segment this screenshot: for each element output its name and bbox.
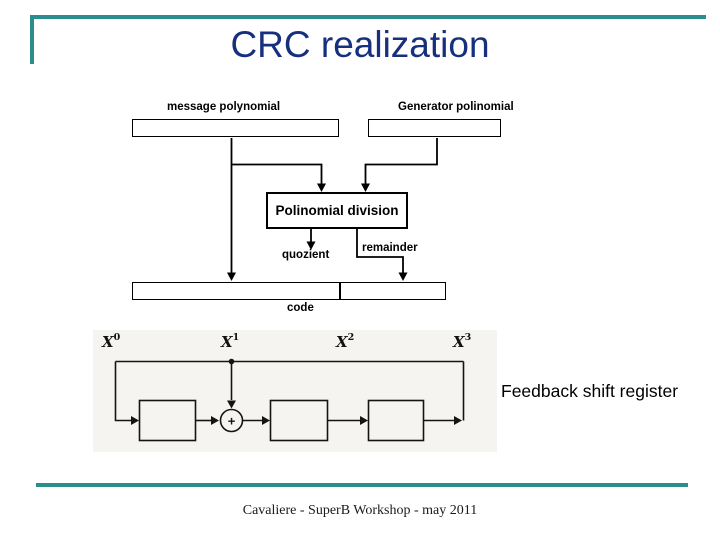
tap-x1-exp: 1 (232, 332, 240, 343)
register-cell-1 (138, 399, 197, 442)
tap-x1-label: X1 (221, 332, 240, 351)
feedback-left-line (114, 361, 131, 422)
generator-polynomial-label: Generator polinomial (398, 101, 514, 113)
slide-footer: Cavaliere - SuperB Workshop - may 2011 (242, 503, 478, 518)
code-box (132, 282, 446, 300)
register-cell-2 (269, 399, 329, 442)
arrowhead-into-adder-left (211, 416, 219, 425)
top-rule (30, 15, 706, 19)
arrowhead-remainder-to-code (398, 272, 408, 281)
tap-x2-label: X2 (336, 332, 355, 351)
arrowhead-message-to-code (227, 272, 236, 281)
tap-x2-exp: 2 (347, 332, 355, 343)
arrowhead-into-cell3 (360, 416, 368, 425)
generator-polynomial-box (368, 119, 501, 137)
tap-x1-base: X (221, 333, 233, 351)
quotient-label: quozient (282, 249, 330, 261)
arrowhead-generator-to-division (361, 183, 370, 192)
polynomial-division-box: Polinomial division (266, 192, 408, 229)
tap-x3-label: X3 (453, 332, 472, 351)
tap-x0-base: X (102, 333, 114, 351)
slide-title: CRC realization (230, 24, 490, 65)
top-left-corner-tick (30, 15, 34, 64)
generator-to-division-line (364, 138, 438, 186)
feedback-shift-register-figure: X0 X1 X2 X3 (93, 330, 497, 452)
arrowhead-into-adder-top (227, 400, 236, 409)
tap-x0-exp: 0 (113, 332, 121, 343)
tap-x2-base: X (336, 333, 348, 351)
arrowhead-message-to-division (317, 183, 326, 192)
register-cell-3 (367, 399, 425, 442)
feedback-shift-register-caption: Feedback shift register (501, 381, 679, 401)
arrowhead-into-cell1 (131, 416, 139, 425)
message-polynomial-label: message polynomial (167, 101, 281, 113)
adder-plus-symbol: + (228, 414, 236, 429)
tap-x3-exp: 3 (464, 332, 472, 343)
code-box-divider (339, 283, 341, 299)
remainder-label: remainder (362, 242, 418, 254)
feedback-junction-dot (228, 358, 235, 365)
arrowhead-output (454, 416, 462, 425)
arrowhead-into-cell2 (262, 416, 270, 425)
message-to-division-line (231, 163, 323, 186)
tap-x3-base: X (453, 333, 465, 351)
shift-register-schematic: + (114, 358, 465, 442)
message-polynomial-box (132, 119, 339, 137)
code-label: code (287, 302, 314, 314)
tap-x0-label: X0 (102, 332, 121, 351)
bottom-rule (36, 483, 688, 487)
polynomial-division-label: Polinomial division (275, 203, 399, 218)
